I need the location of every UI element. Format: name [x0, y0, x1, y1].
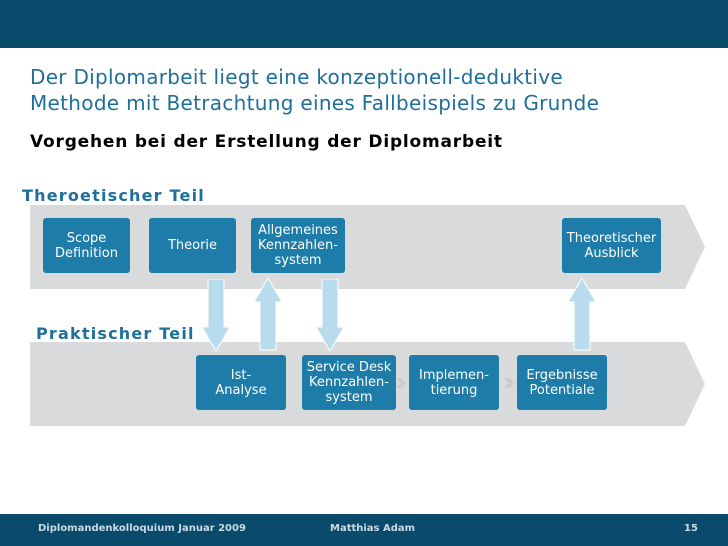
box-ergebnisse-potentiale: Ergebnisse Potentiale: [517, 355, 607, 410]
slide-subtitle: Vorgehen bei der Erstellung der Diplomar…: [30, 132, 503, 152]
footer-event: Diplomandenkolloquium Januar 2009: [38, 523, 246, 534]
arrow-up-icon: [568, 278, 596, 351]
box-service-desk-kennzahlensystem: Service Desk Kennzahlen- system: [302, 355, 396, 410]
slide-title: Der Diplomarbeit liegt eine konzeptionel…: [30, 64, 710, 116]
arrow-down-icon: [202, 279, 230, 352]
box-scope-definition: Scope Definition: [43, 218, 130, 273]
box-theoretischer-ausblick: Theoretischer Ausblick: [562, 218, 661, 273]
title-line-2: Methode mit Betrachtung eines Fallbeispi…: [30, 91, 600, 115]
box-theorie: Theorie: [149, 218, 236, 273]
box-allgemeines-kennzahlensystem: Allgemeines Kennzahlen- system: [251, 218, 345, 273]
footer-author: Matthias Adam: [330, 523, 416, 534]
box-ist-analyse: Ist- Analyse: [196, 355, 286, 410]
theory-section-label: Theroetischer Teil: [22, 186, 205, 205]
page-number: 15: [684, 523, 698, 534]
practice-section-label: Praktischer Teil: [36, 324, 195, 343]
chevron-right-icon: [504, 378, 514, 388]
box-implementierung: Implemen- tierung: [409, 355, 499, 410]
arrow-up-icon: [254, 278, 282, 351]
header-bar: [0, 0, 728, 48]
title-line-1: Der Diplomarbeit liegt eine konzeptionel…: [30, 65, 563, 89]
chevron-right-icon: [396, 378, 406, 388]
footer-bar: Diplomandenkolloquium Januar 2009 Matthi…: [0, 514, 728, 546]
arrow-down-icon: [316, 279, 344, 352]
